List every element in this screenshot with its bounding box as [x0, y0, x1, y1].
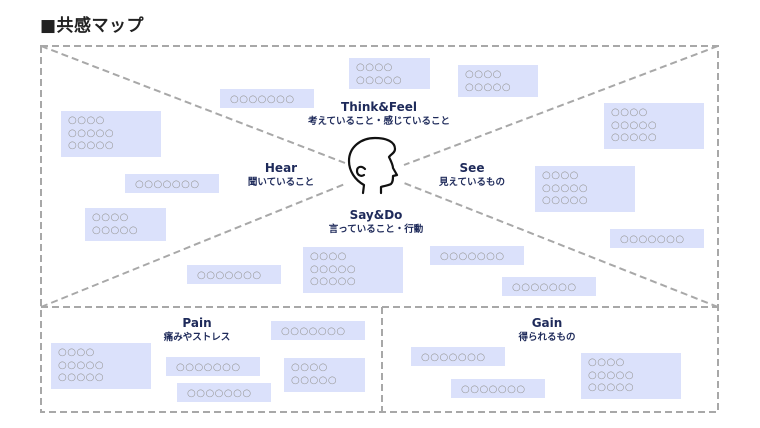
sticky-note[interactable]: ○○○○ ○○○○○ ○○○○○ — [61, 111, 161, 157]
think-feel-subtitle: 考えていること・感じていること — [307, 116, 451, 127]
sticky-note[interactable]: ○○○○○○○ — [451, 379, 545, 398]
gain-subtitle: 得られるもの — [518, 332, 576, 343]
sticky-note[interactable]: ○○○○ ○○○○○ — [458, 65, 538, 97]
see-title: See — [459, 161, 485, 175]
sticky-note[interactable]: ○○○○○○○ — [166, 357, 260, 376]
sticky-note[interactable]: ○○○○○○○ — [430, 246, 524, 265]
person-head-icon — [347, 136, 399, 195]
sticky-note[interactable]: ○○○○○○○ — [411, 347, 505, 366]
see-subtitle: 見えているもの — [438, 177, 506, 188]
say-do-title: Say&Do — [349, 208, 403, 222]
sticky-note[interactable]: ○○○○ ○○○○○ — [85, 208, 166, 241]
say-do-subtitle: 言っていること・行動 — [328, 224, 424, 235]
sticky-note[interactable]: ○○○○ ○○○○○ ○○○○○ — [581, 353, 681, 399]
sticky-note[interactable]: ○○○○○○○ — [187, 265, 281, 284]
page-title: ■共感マップ — [40, 16, 145, 36]
diagonal-top-right — [403, 45, 719, 166]
sticky-note[interactable]: ○○○○ ○○○○○ ○○○○○ — [303, 247, 403, 293]
section-pain: Pain 痛みやストレス — [164, 316, 231, 344]
hear-title: Hear — [264, 161, 298, 175]
sticky-note[interactable]: ○○○○○○○ — [271, 321, 365, 340]
sticky-note[interactable]: ○○○○ ○○○○○ ○○○○○ — [604, 103, 704, 149]
gain-title: Gain — [531, 316, 563, 330]
sticky-note[interactable]: ○○○○○○○ — [502, 277, 596, 296]
sticky-note[interactable]: ○○○○ ○○○○○ ○○○○○ — [535, 166, 635, 212]
think-feel-title: Think&Feel — [341, 100, 417, 114]
section-think-feel: Think&Feel 考えていること・感じていること — [308, 100, 450, 128]
pain-subtitle: 痛みやストレス — [163, 332, 231, 343]
sticky-note[interactable]: ○○○○ ○○○○○ ○○○○○ — [51, 343, 151, 389]
sticky-note[interactable]: ○○○○○○○ — [177, 383, 271, 402]
section-say-do: Say&Do 言っていること・行動 — [329, 208, 424, 236]
section-hear: Hear 聞いていること — [248, 161, 314, 189]
hear-subtitle: 聞いていること — [247, 177, 315, 188]
sticky-note[interactable]: ○○○○○○○ — [125, 174, 219, 193]
pain-title: Pain — [182, 316, 212, 330]
section-gain: Gain 得られるもの — [518, 316, 575, 344]
sticky-note[interactable]: ○○○○○○○ — [610, 229, 704, 248]
sticky-note[interactable]: ○○○○○○○ — [220, 89, 314, 108]
sticky-note[interactable]: ○○○○ ○○○○○ — [284, 358, 365, 392]
diagonal-bottom-right — [403, 182, 719, 308]
section-see: See 見えているもの — [439, 161, 505, 189]
outer-border — [40, 45, 719, 413]
diagonal-bottom-left — [40, 183, 346, 308]
sticky-note[interactable]: ○○○○ ○○○○○ — [349, 58, 430, 89]
